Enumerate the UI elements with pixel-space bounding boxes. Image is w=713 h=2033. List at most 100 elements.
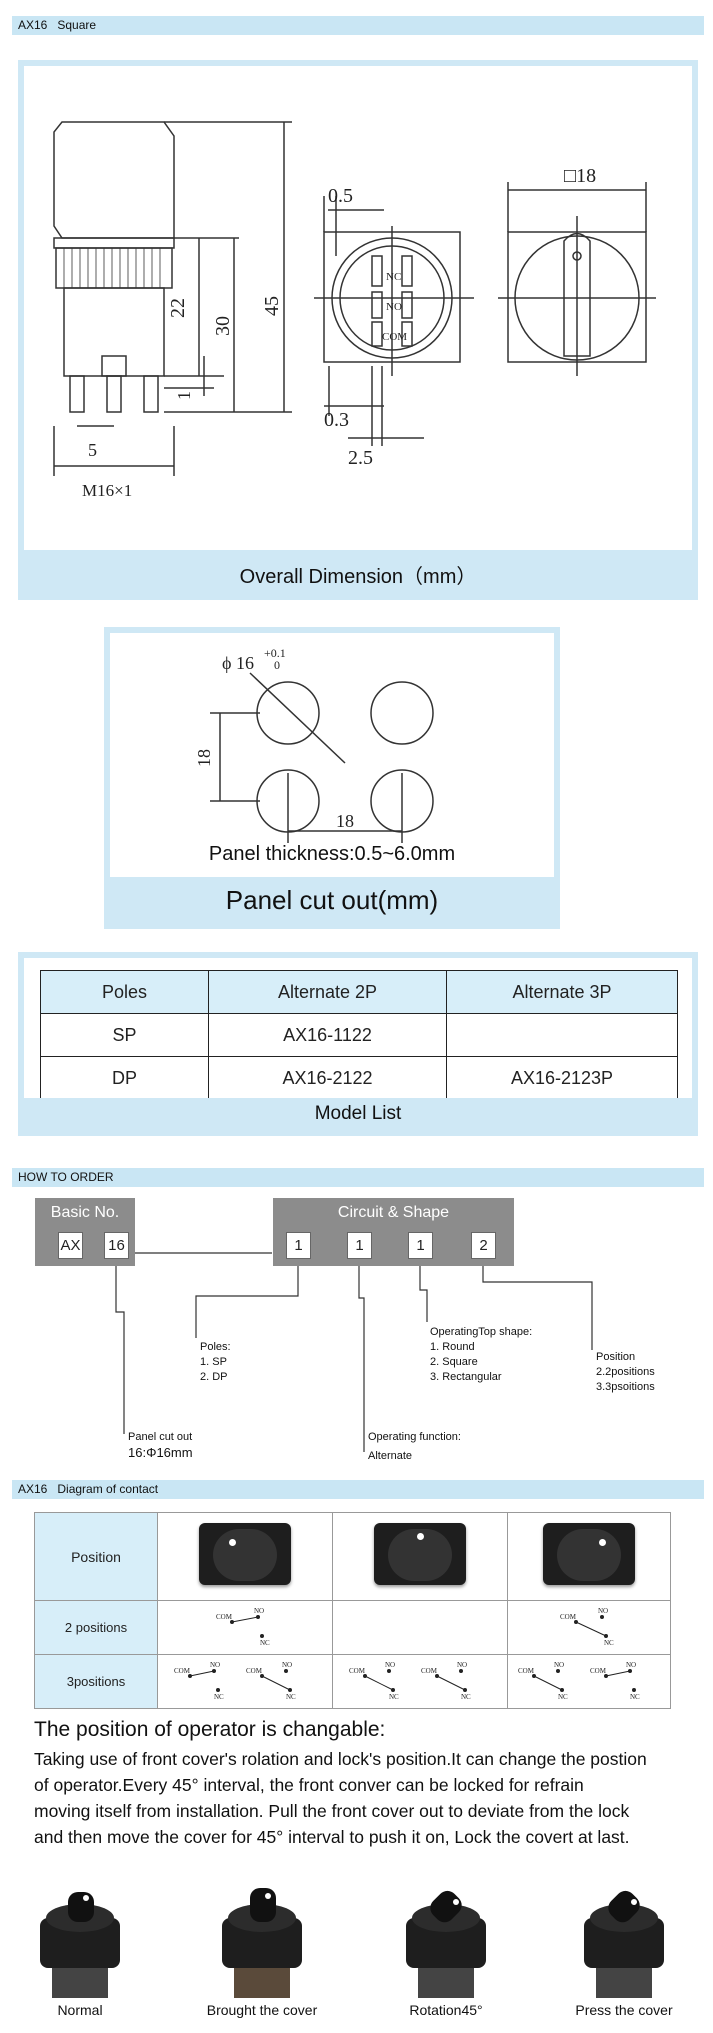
- model-list-caption: Model List: [314, 1103, 402, 1124]
- contact-label: NC: [286, 1693, 296, 1701]
- table-cell: AX16-2122: [208, 1056, 447, 1100]
- code-box-ax: AX: [58, 1232, 83, 1259]
- panel-thickness: Panel thickness:0.5~6.0mm: [208, 843, 456, 865]
- switch-rotation-icon: [406, 1890, 486, 1998]
- circuit-shape-label: Circuit & Shape: [337, 1204, 450, 1221]
- side-view-cap: [53, 121, 175, 239]
- contact-label: COM: [590, 1667, 607, 1675]
- contact-label: COM: [518, 1667, 535, 1675]
- terminal-pin: [69, 375, 85, 413]
- cutout-spacing-horizontal: 18: [336, 811, 354, 831]
- code-box-function: 1: [347, 1232, 372, 1259]
- side-view-housing: [63, 287, 165, 377]
- legend-title: Position: [596, 1351, 636, 1363]
- side-view-thread: [55, 247, 173, 289]
- contact-label: NO: [457, 1661, 467, 1669]
- basic-no-label: Basic No.: [50, 1204, 120, 1221]
- contact-cell: COM NO NC COM NO NC: [332, 1654, 508, 1709]
- dim-45: 45: [261, 296, 283, 316]
- section-header-square: AX16 Square: [12, 16, 704, 35]
- dim-thread: M16×1: [82, 481, 132, 500]
- legend-item: 2. DP: [200, 1371, 228, 1383]
- section-header-how-to-order: HOW TO ORDER: [12, 1168, 704, 1187]
- operator-heading: The position of operator is changable:: [34, 1718, 386, 1741]
- description-line: moving itself from installation. Pull th…: [34, 1801, 630, 1821]
- code-box-poles: 1: [286, 1232, 311, 1259]
- terminal-pin: [143, 375, 159, 413]
- panel-cutout-caption: Panel cut out(mm): [225, 885, 439, 915]
- poles-legend: Poles: 1. SP 2. DP: [200, 1340, 231, 1385]
- position-cell-left: [157, 1512, 333, 1601]
- column-header-2p: Alternate 2P: [208, 970, 447, 1014]
- contact-label: NO: [210, 1661, 220, 1669]
- cutout-diameter: ϕ 16: [222, 653, 254, 673]
- switch-normal-icon: [40, 1892, 120, 1998]
- caption-bar: Overall Dimension（mm）: [24, 550, 692, 594]
- terminal-label-com: COM: [382, 331, 407, 343]
- terminal-pin: [106, 375, 122, 413]
- table-row: 2 positions COM NO NC COM NO NC: [34, 1600, 671, 1655]
- table-row: 3positions COM NO NC COM NO NC COM NO NC: [34, 1654, 671, 1709]
- terminal-label-no: NO: [386, 301, 402, 313]
- contact-label: NC: [558, 1693, 568, 1701]
- description-line: Taking use of front cover's rolation and…: [34, 1749, 647, 1769]
- contact-label: NC: [604, 1639, 614, 1647]
- table-cell: [446, 1013, 678, 1057]
- table-row: Position: [34, 1512, 671, 1601]
- section-header-contact: AX16 Diagram of contact: [12, 1480, 704, 1499]
- photo-caption-rotation: Rotation45°: [409, 2002, 483, 2018]
- legend-item: 2.2positions: [596, 1366, 655, 1378]
- product-code: AX16: [18, 18, 48, 32]
- contact-label: NO: [254, 1607, 264, 1615]
- table-row: DP AX16-2122 AX16-2123P: [40, 1056, 678, 1100]
- column-header-poles: Poles: [40, 970, 209, 1014]
- top-view-lever: [563, 232, 591, 357]
- contact-label: NO: [554, 1661, 564, 1669]
- code-box-16: 16: [104, 1232, 129, 1259]
- photo-caption-normal: Normal: [57, 2002, 103, 2018]
- table-header-row: Poles Alternate 2P Alternate 3P: [40, 970, 678, 1014]
- table-cell: AX16-2123P: [446, 1056, 678, 1100]
- table-row: SP AX16-1122: [40, 1013, 678, 1057]
- dim-22: 22: [167, 298, 189, 318]
- contact-label: COM: [421, 1667, 438, 1675]
- contact-label: NO: [385, 1661, 395, 1669]
- row-header-position: Position: [34, 1512, 158, 1601]
- contact-label: NO: [626, 1661, 636, 1669]
- cutout-hole: [370, 681, 434, 745]
- table-cell: SP: [40, 1013, 209, 1057]
- dim-5: 5: [88, 440, 97, 460]
- knob-left-icon: [199, 1523, 291, 1585]
- dim-1: 1: [174, 391, 194, 400]
- contact-cell: COM NO NC COM NO NC: [157, 1654, 333, 1709]
- contact-table: Position 2 positions COM NO NC COM NO: [34, 1512, 671, 1709]
- contact-label: NC: [260, 1639, 270, 1647]
- contact-label: NC: [214, 1693, 224, 1701]
- section-title: Square: [57, 18, 97, 32]
- contact-switch-pair-icon: COM NO NC COM NO NC: [349, 1661, 471, 1701]
- overall-dimension-caption: Overall Dimension（mm）: [239, 566, 477, 588]
- product-code: AX16: [18, 1482, 48, 1496]
- cutout-tolerance-plus: +0.1: [264, 646, 286, 660]
- dim-2-5: 2.5: [348, 447, 373, 469]
- panel-cut-legend: Panel cut out 16:Φ16mm: [128, 1430, 193, 1460]
- contact-label: COM: [560, 1613, 577, 1621]
- row-header-3-positions: 3positions: [34, 1654, 158, 1709]
- cutout-tolerance-zero: 0: [274, 658, 280, 672]
- contact-cell-empty: [332, 1600, 508, 1655]
- contact-switch-pair-icon: COM NO NC COM NO NC: [174, 1661, 296, 1701]
- column-header-3p: Alternate 3P: [446, 970, 678, 1014]
- knob-center-icon: [374, 1523, 466, 1585]
- contact-switch-icon: COM NO NC: [560, 1607, 614, 1647]
- contact-cell: COM NO NC COM NO NC: [507, 1654, 671, 1709]
- contact-label: COM: [246, 1667, 263, 1675]
- position-legend: Position 2.2positions 3.3psoitions: [596, 1350, 655, 1395]
- dim-0-3: 0.3: [324, 409, 349, 431]
- dim-30: 30: [212, 316, 234, 336]
- model-list-panel: Poles Alternate 2P Alternate 3P SP AX16-…: [18, 952, 698, 1136]
- contact-label: NO: [282, 1661, 292, 1669]
- legend-title: OperatingTop shape:: [430, 1326, 533, 1338]
- switch-brought-cover-icon: [222, 1888, 302, 1998]
- contact-label: NO: [598, 1607, 608, 1615]
- description-line: and then move the cover for 45° interval…: [34, 1827, 630, 1847]
